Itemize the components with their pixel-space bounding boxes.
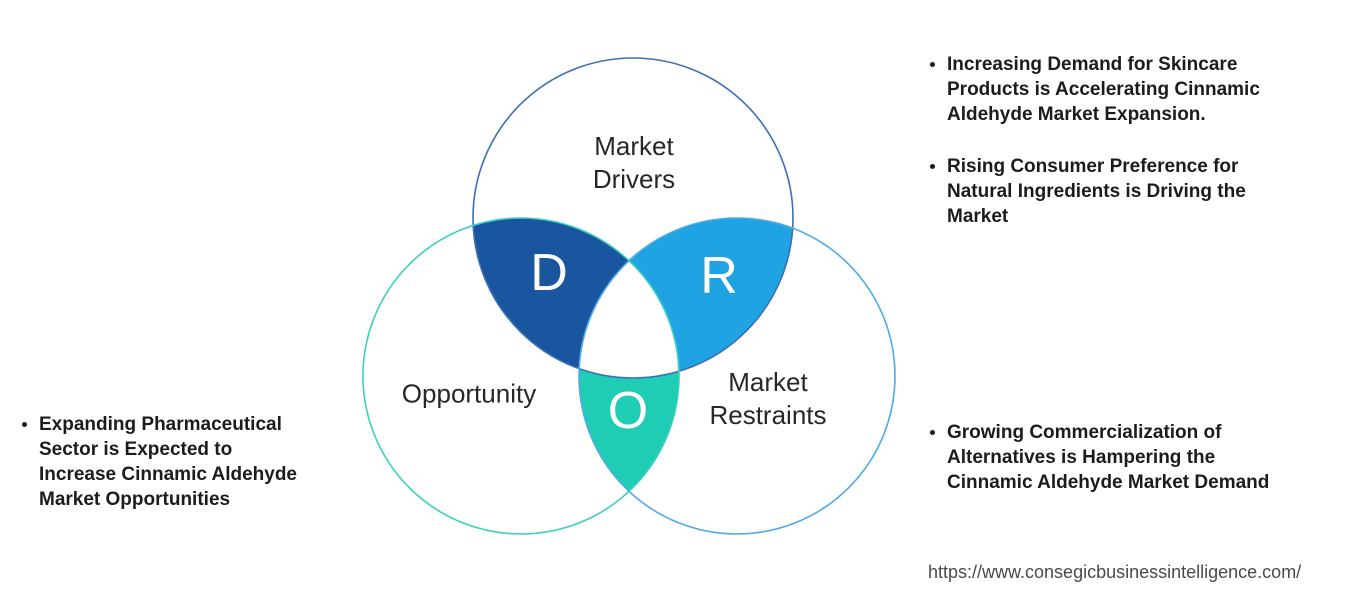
right-top-bullet-panel: Increasing Demand for Skincare Products … [930,52,1260,229]
restraints-label: Market Restraints [709,367,827,430]
bullet-item: Increasing Demand for Skincare Products … [930,52,1260,127]
bullet-item: Rising Consumer Preference for Natural I… [930,154,1260,229]
bullet-item: Expanding Pharmaceutical Sector is Expec… [22,412,312,512]
bullet-text: Rising Consumer Preference for Natural I… [947,156,1246,227]
drivers-circle [472,57,794,379]
source-url: https://www.consegicbusinessintelligence… [928,562,1302,582]
bullet-item: Growing Commercialization of Alternative… [930,420,1280,495]
bullet-icon [930,164,935,169]
left-bullet-panel: Expanding Pharmaceutical Sector is Expec… [22,412,312,512]
overlap-letter-o: O [607,382,649,440]
drivers-label: Market Drivers [592,131,676,194]
overlap-letter-d: D [530,244,568,302]
opportunity-circle [362,217,680,535]
opportunity-label: Opportunity [401,378,537,409]
right-bottom-bullet-panel: Growing Commercialization of Alternative… [930,420,1280,495]
restraints-circle [578,217,896,535]
bullet-icon [930,62,935,67]
bullet-text: Growing Commercialization of Alternative… [947,422,1270,493]
bullet-text: Expanding Pharmaceutical Sector is Expec… [39,414,298,510]
bullet-icon [22,422,27,427]
bullet-text: Increasing Demand for Skincare Products … [947,54,1260,125]
overlap-letter-r: R [700,247,738,305]
bullet-icon [930,430,935,435]
